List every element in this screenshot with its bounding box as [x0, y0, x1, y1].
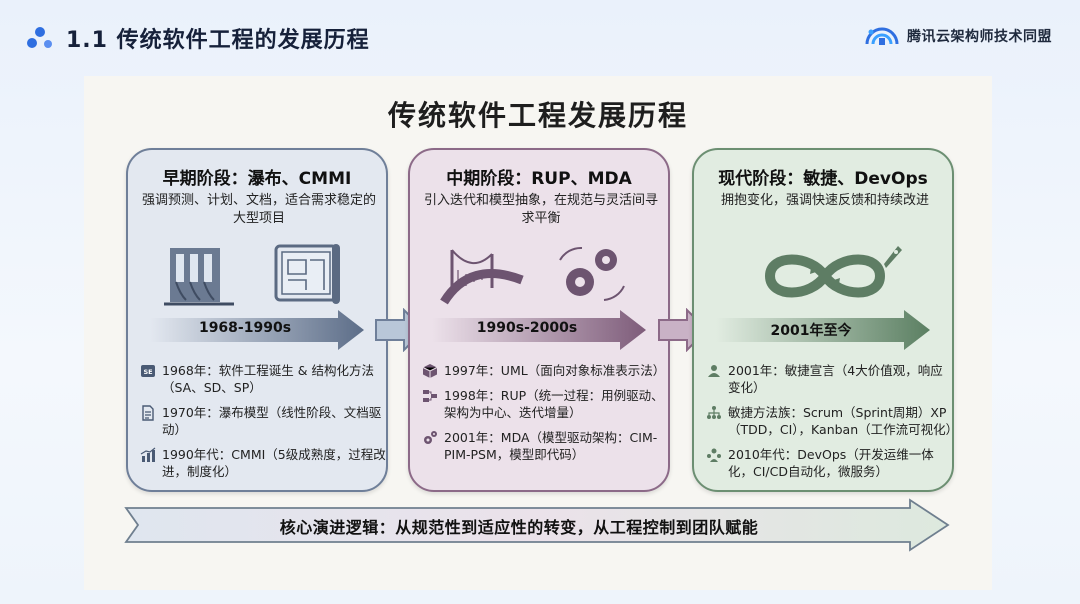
stage-desc: 引入迭代和模型抽象，在规范与灵活间寻求平衡 [424, 193, 659, 226]
diagram-title: 传统软件工程发展历程 [387, 99, 688, 132]
event-text: 1998年：RUP（统一过程：用例驱动、架构为中心、迭代增量） [444, 388, 664, 420]
stage-illustration [164, 244, 340, 306]
list-item: 1997年：UML（面向对象标准表示法） [422, 362, 668, 379]
bar-chart-icon [140, 447, 156, 462]
list-item: 2001年：MDA（模型驱动架构：CIM-PIM-PSM，模型即代码） [422, 429, 668, 463]
event-text: 敏捷方法族：Scrum（Sprint周期）XP（TDD，CI），Kanban（工… [728, 405, 959, 437]
era-arrow [716, 310, 930, 350]
list-item: 1970年：瀑布模型（线性阶段、文档驱动） [140, 404, 386, 438]
network-nodes-icon [27, 27, 52, 48]
stage-illustration [440, 246, 625, 305]
gear-icon [424, 431, 437, 444]
team-icon [707, 448, 721, 462]
stage-title: 中期阶段：RUP、MDA [446, 169, 632, 189]
event-text: 2010年代：DevOps（开发运维一体化，CI/CD自动化，微服务） [728, 447, 934, 479]
event-text: 2001年：MDA（模型驱动架构：CIM-PIM-PSM，模型即代码） [444, 430, 658, 462]
stage-desc: 拥抱变化，强调快速反馈和持续改进 [720, 193, 929, 208]
stage-modern: 现代阶段：敏捷、DevOps 拥抱变化，强调快速反馈和持续改进 2001年至今 [692, 148, 959, 492]
cube-icon [422, 364, 438, 378]
core-logic-arrow [124, 498, 950, 552]
list-item: 2010年代：DevOps（开发运维一体化，CI/CD自动化，微服务） [706, 446, 952, 480]
era-label: 1968-1990s [198, 320, 292, 336]
list-item: SE 1968年：软件工程诞生 & 结构化方法（SA、SD、SP） [140, 362, 386, 396]
era-label: 1990s-2000s [476, 320, 578, 336]
slide-header: 1.1 传统软件工程的发展历程 腾讯云架构师技术同盟 [0, 0, 1080, 72]
stage-illustration [764, 246, 902, 298]
process-icon [423, 390, 437, 402]
bridge-icon [440, 249, 524, 305]
stage-early: 早期阶段：瀑布、CMMI 强调预测、计划、文档，适合需求稳定的大型项目 [126, 148, 388, 492]
brand-name: 腾讯云架构师技术同盟 [907, 29, 1052, 45]
svg-text:SE: SE [143, 368, 152, 376]
event-list: 2001年：敏捷宣言（4大价值观，响应变化） 敏捷方法族：Scrum（Sprin… [706, 362, 959, 488]
event-list: SE 1968年：软件工程诞生 & 结构化方法（SA、SD、SP） 1970年：… [140, 362, 386, 488]
event-text: 1970年：瀑布模型（线性阶段、文档驱动） [162, 405, 382, 437]
handshake-icon [708, 365, 720, 377]
page-title: 1.1 传统软件工程的发展历程 [66, 28, 370, 53]
list-item: 1990年代：CMMI（5级成熟度，过程改进，制度化） [140, 446, 386, 480]
era-arrow [150, 310, 364, 350]
blueprint-icon [274, 244, 340, 304]
stage-desc: 强调预测、计划、文档，适合需求稳定的大型项目 [142, 193, 377, 226]
dam-icon [164, 248, 234, 306]
list-item: 1998年：RUP（统一过程：用例驱动、架构为中心、迭代增量） [422, 387, 668, 421]
event-text: 1997年：UML（面向对象标准表示法） [444, 363, 666, 378]
event-text: 2001年：敏捷宣言（4大价值观，响应变化） [728, 363, 943, 395]
event-text: 1990年代：CMMI（5级成熟度，过程改进，制度化） [162, 447, 386, 479]
event-text: 1968年：软件工程诞生 & 结构化方法（SA、SD、SP） [162, 363, 375, 395]
diagram-canvas: 传统软件工程发展历程 早期阶段：瀑布、CMMI 强调预测、计划、文档，适合需求稳… [84, 76, 992, 590]
rocket-icon [878, 246, 902, 274]
gears-icon [559, 246, 625, 301]
infinity-loop-icon [764, 254, 886, 298]
hierarchy-icon [707, 406, 721, 419]
se-icon: SE [141, 365, 155, 377]
stage-middle: 中期阶段：RUP、MDA 引入迭代和模型抽象，在规范与灵活间寻求平衡 [408, 148, 670, 492]
document-icon [142, 405, 154, 421]
brand: 腾讯云架构师技术同盟 [863, 24, 1052, 48]
era-arrow [432, 310, 646, 350]
era-label: 2001年至今 [770, 323, 852, 339]
event-list: 1997年：UML（面向对象标准表示法） 1998年：RUP（统一过程：用例驱动… [422, 362, 668, 471]
stage-title: 现代阶段：敏捷、DevOps [718, 169, 928, 189]
tencent-cloud-logo-icon [865, 27, 899, 45]
stage-title: 早期阶段：瀑布、CMMI [162, 169, 352, 189]
list-item: 2001年：敏捷宣言（4大价值观，响应变化） [706, 362, 952, 396]
list-item: 敏捷方法族：Scrum（Sprint周期）XP（TDD，CI），Kanban（工… [706, 404, 959, 438]
core-logic-text: 核心演进逻辑：从规范性到适应性的转变，从工程控制到团队赋能 [279, 518, 759, 537]
